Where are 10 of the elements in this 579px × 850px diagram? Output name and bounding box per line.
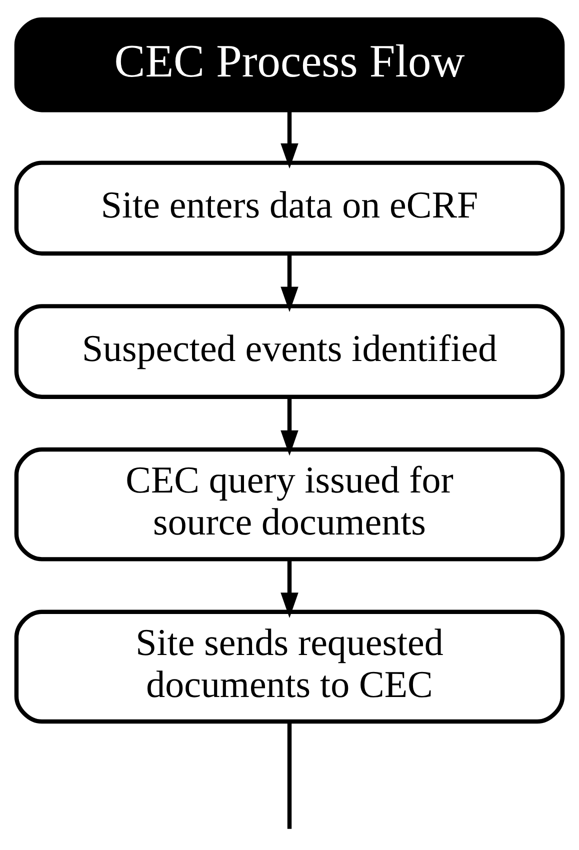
node-box: Site enters data on eCRF	[14, 160, 565, 256]
node-box: Suspected events identified	[14, 304, 565, 399]
arrow	[280, 254, 298, 312]
connector	[287, 722, 292, 829]
node-box: CEC query issued for source documents	[14, 447, 565, 562]
node-box: Site sends requested documents to CEC	[14, 610, 565, 724]
arrow	[280, 560, 298, 618]
arrow	[280, 110, 298, 169]
arrow	[280, 397, 298, 456]
node-box: CEC Process Flow	[14, 17, 565, 112]
